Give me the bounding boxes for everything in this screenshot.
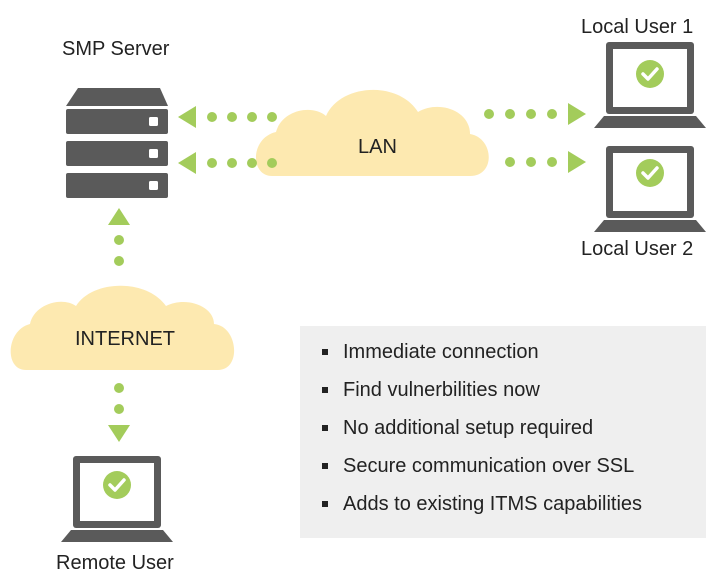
benefit-text: No additional setup required bbox=[343, 417, 594, 439]
check-circle-icon bbox=[103, 471, 131, 499]
list-item: No additional setup required bbox=[322, 418, 706, 438]
benefit-text: Secure communication over SSL bbox=[343, 455, 635, 477]
lan-user2-arrow bbox=[505, 151, 586, 173]
server-lan-arrow-bottom bbox=[178, 152, 277, 174]
internet-label: INTERNET bbox=[75, 328, 175, 350]
lan-label: LAN bbox=[358, 136, 397, 158]
benefit-text: Adds to existing ITMS capabilities bbox=[343, 493, 643, 515]
benefit-text: Find vulnerbilities now bbox=[343, 379, 540, 401]
benefits-list: Immediate connection Find vulnerbilities… bbox=[300, 326, 706, 514]
internet-remote-arrow bbox=[108, 383, 130, 442]
list-item: Find vulnerbilities now bbox=[322, 380, 706, 400]
server-label: SMP Server bbox=[62, 38, 170, 60]
local-user-2-label: Local User 2 bbox=[581, 238, 694, 260]
internet-server-arrow bbox=[108, 208, 130, 266]
benefit-text: Immediate connection bbox=[343, 341, 539, 363]
bullet-icon bbox=[322, 349, 328, 355]
lan-user1-arrow bbox=[484, 103, 586, 125]
list-item: Secure communication over SSL bbox=[322, 456, 706, 476]
remote-user-label: Remote User bbox=[56, 552, 174, 574]
bullet-icon bbox=[322, 501, 328, 507]
check-circle-icon bbox=[636, 60, 664, 88]
lan-cloud bbox=[255, 89, 489, 176]
server-lan-arrow-top bbox=[178, 106, 277, 128]
benefits-panel: Immediate connection Find vulnerbilities… bbox=[300, 326, 706, 538]
laptop-icon bbox=[594, 146, 706, 232]
local-user-1-label: Local User 1 bbox=[581, 16, 694, 38]
list-item: Adds to existing ITMS capabilities bbox=[322, 494, 706, 514]
bullet-icon bbox=[322, 425, 328, 431]
list-item: Immediate connection bbox=[322, 342, 706, 362]
check-circle-icon bbox=[636, 159, 664, 187]
internet-cloud bbox=[10, 285, 235, 370]
server-rack-icon bbox=[66, 88, 168, 198]
bullet-icon bbox=[322, 387, 328, 393]
bullet-icon bbox=[322, 463, 328, 469]
laptop-icon bbox=[594, 42, 706, 128]
